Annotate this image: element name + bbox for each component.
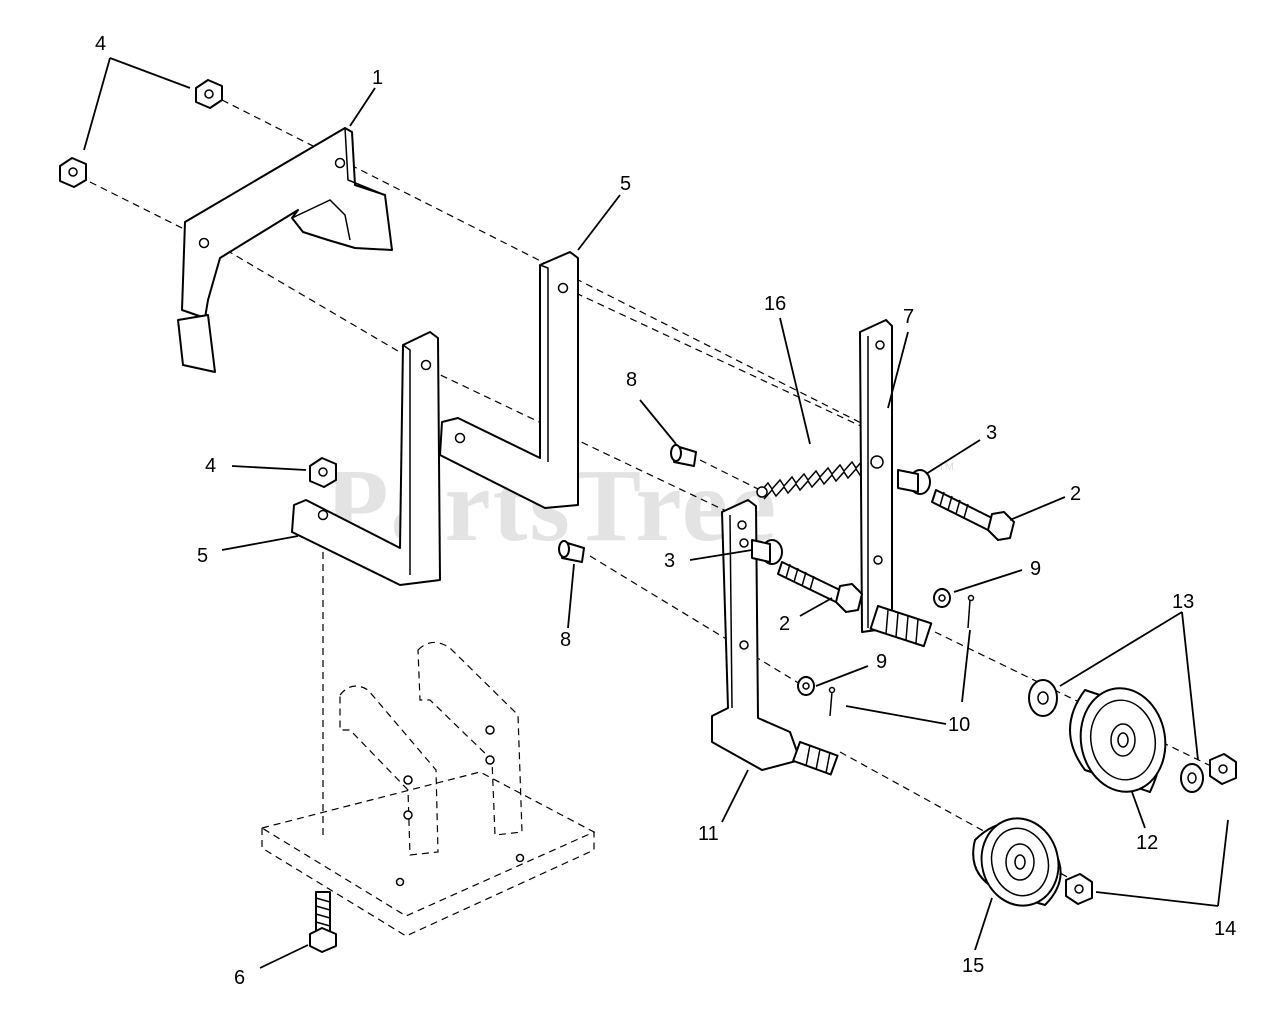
callout-5-front: 5 <box>197 545 208 567</box>
part-14-nut-right <box>1209 753 1237 785</box>
part-12-flat-idler-pulley <box>1069 687 1167 793</box>
callout-6: 6 <box>234 967 245 989</box>
part-5-bracket-front <box>291 331 441 586</box>
part-2-bolt-lower <box>777 561 863 613</box>
part-9-washer-lower <box>797 676 815 696</box>
part-4-hex-nut-left <box>59 157 87 188</box>
callout-9-lower: 9 <box>876 651 887 673</box>
part-9-washer-upper <box>933 588 951 608</box>
part-10-cotter-pin-lower <box>828 686 836 717</box>
callout-4-middle: 4 <box>205 455 216 477</box>
part-11-idler-bracket <box>711 499 839 776</box>
callout-5-rear: 5 <box>620 173 631 195</box>
callout-13: 13 <box>1172 591 1194 613</box>
callout-1: 1 <box>372 67 383 89</box>
callout-8-upper: 8 <box>626 369 637 391</box>
callout-7: 7 <box>903 306 914 328</box>
part-6-bolt <box>309 891 337 953</box>
callout-11: 11 <box>698 823 719 845</box>
part-15-v-idler-pulley <box>972 817 1062 907</box>
callout-2-upper: 2 <box>1070 483 1081 505</box>
callout-14: 14 <box>1214 918 1236 940</box>
callout-10: 10 <box>948 714 970 736</box>
watermark-trademark: TM <box>938 461 954 473</box>
callout-3-lower: 3 <box>664 550 675 572</box>
part-2-bolt-upper <box>931 489 1015 541</box>
part-13-washer-left <box>1028 679 1058 717</box>
part-5-bracket-rear <box>439 251 579 509</box>
callout-4-top: 4 <box>95 33 106 55</box>
part-13-washer-right <box>1180 763 1204 793</box>
part-1-bracket-plate <box>177 127 393 373</box>
part-8-pin-upper <box>670 444 697 467</box>
callout-8-lower: 8 <box>560 629 571 651</box>
part-4-hex-nut-middle <box>309 457 337 488</box>
callout-2-lower: 2 <box>779 613 790 635</box>
part-14-nut-lower <box>1065 873 1093 905</box>
base-mount-plate <box>260 641 596 937</box>
part-3-washer-upper <box>897 469 931 495</box>
callout-3-upper: 3 <box>986 422 997 444</box>
callout-labels: 4 1 5 16 7 8 3 4 2 5 3 9 13 2 8 9 10 11 … <box>95 33 1236 989</box>
part-4-hex-nut-top <box>195 79 223 109</box>
part-10-cotter-pin-upper <box>967 594 975 629</box>
part-3-washer-lower <box>751 539 783 565</box>
callout-16: 16 <box>764 293 786 315</box>
callout-12: 12 <box>1136 832 1158 854</box>
callout-leaders <box>83 57 1229 969</box>
callout-15: 15 <box>962 955 984 977</box>
callout-9-upper: 9 <box>1030 558 1041 580</box>
part-8-pin-lower <box>558 540 585 563</box>
part-7-idler-arm <box>859 319 933 648</box>
